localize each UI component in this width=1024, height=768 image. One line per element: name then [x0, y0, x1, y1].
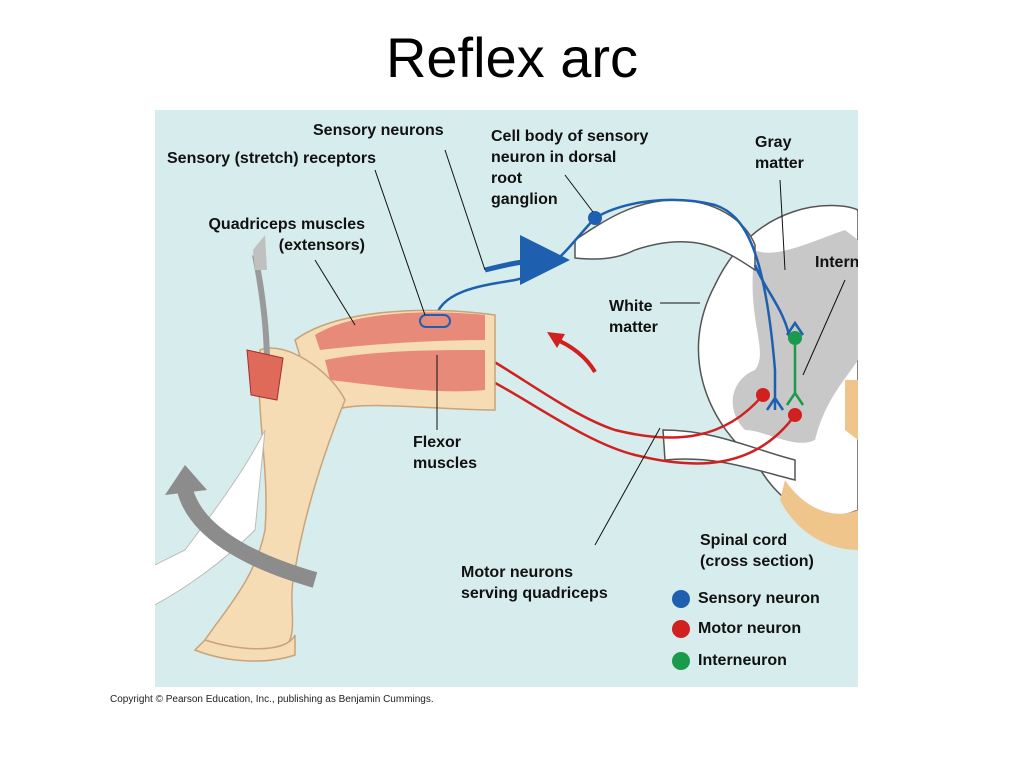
label-sensory-receptors: Sensory (stretch) receptors: [167, 150, 376, 167]
interneuron-dot-icon: [672, 652, 690, 670]
label-white-matter: White matter: [609, 298, 658, 336]
interneuron-cell-body: [788, 331, 802, 345]
label-sensory-neurons: Sensory neurons: [313, 122, 444, 139]
kick-arrow: [177, 487, 318, 588]
copyright-notice: Copyright © Pearson Education, Inc., pub…: [110, 694, 434, 705]
flexor-muscle: [325, 350, 485, 392]
foot-shape: [193, 634, 296, 662]
swung-leg-shape: [155, 429, 266, 606]
motor-neuron-dot-icon: [672, 620, 690, 638]
sensory-neuron-dot-icon: [672, 590, 690, 608]
sensory-cell-body: [588, 211, 602, 225]
reflex-hammer: [252, 254, 270, 366]
label-gray-matter: Gray matter: [755, 134, 804, 172]
vertebra-shape: [845, 380, 858, 440]
legend-motor-neuron: Motor neuron: [672, 620, 801, 638]
stretch-receptor: [419, 314, 451, 328]
quadriceps-muscle: [315, 312, 485, 350]
legend-sensory-neuron: Sensory neuron: [672, 590, 820, 608]
legend-interneuron: Interneuron: [672, 652, 787, 670]
motor-neuron-path: [454, 363, 797, 465]
reflex-arc-illustration: [155, 149, 858, 662]
ventral-root: [662, 429, 796, 481]
vertebra-shape: [780, 480, 858, 550]
label-cell-body: Cell body of sensory neuron in dorsal ro…: [491, 128, 649, 208]
sensory-neuron-path: [433, 198, 777, 410]
label-quadriceps: Quadriceps muscles (extensors): [208, 216, 365, 254]
label-flexor-muscles: Flexor muscles: [413, 434, 478, 472]
sensory-arrow: [484, 235, 570, 286]
slide-title: Reflex arc: [385, 26, 639, 89]
dorsal-root: [574, 199, 756, 272]
label-motor-neurons: Motor neurons serving quadriceps: [461, 564, 608, 602]
reflex-arc-figure: Sensory neurons Sensory (stretch) recept…: [155, 110, 858, 687]
label-spinal-cord: Spinal cord (cross section): [700, 532, 814, 570]
label-interneurons: Interneurons: [815, 254, 858, 271]
